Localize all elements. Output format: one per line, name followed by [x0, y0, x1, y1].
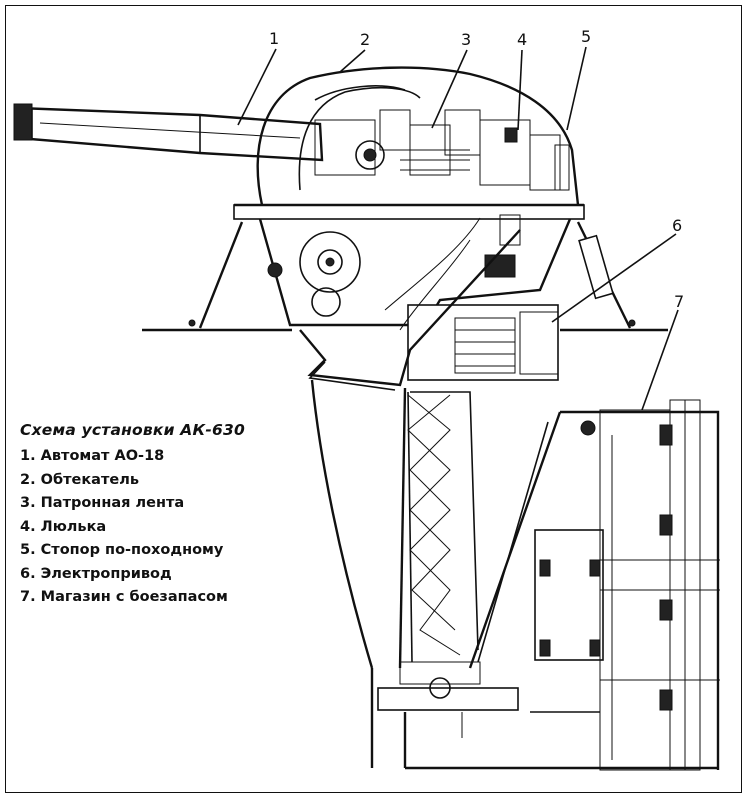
leader-lines [237, 46, 679, 411]
electric-drive [407, 214, 559, 381]
callout-2: 2 [360, 30, 371, 49]
elevation-gear [267, 231, 361, 317]
legend-item-fairing: 2. Обтекатель [20, 471, 139, 488]
bottom-unit [370, 661, 718, 770]
callout-5: 5 [581, 27, 592, 46]
feed-chute [299, 217, 521, 669]
legend: Схема установки АК-630 1. Автомат АО-18 … [20, 421, 245, 610]
callout-6: 6 [672, 216, 683, 235]
legend-item-cartridge-belt: 3. Патронная лента [20, 495, 185, 511]
callout-7: 7 [674, 292, 685, 311]
legend-item-cradle: 4. Люлька [20, 518, 107, 535]
legend-item-gun: 1. Автомат АО-18 [20, 448, 165, 464]
figure-frame [5, 5, 742, 793]
callout-3: 3 [461, 30, 472, 49]
ammo-magazine [468, 399, 720, 771]
callout-4: 4 [517, 30, 528, 49]
legend-title: Схема установки АК-630 [20, 421, 245, 439]
callout-1: 1 [269, 29, 280, 48]
gun-mechanism [314, 109, 570, 191]
gun-barrel [13, 103, 324, 162]
legend-item-ammo-magazine: 7. Магазин с боезапасом [20, 589, 228, 605]
deck [142, 221, 668, 332]
fairing [256, 66, 580, 206]
legend-item-travel-lock: 5. Стопор по-походному [20, 542, 224, 558]
legend-item-electric-drive: 6. Электропривод [20, 565, 172, 582]
